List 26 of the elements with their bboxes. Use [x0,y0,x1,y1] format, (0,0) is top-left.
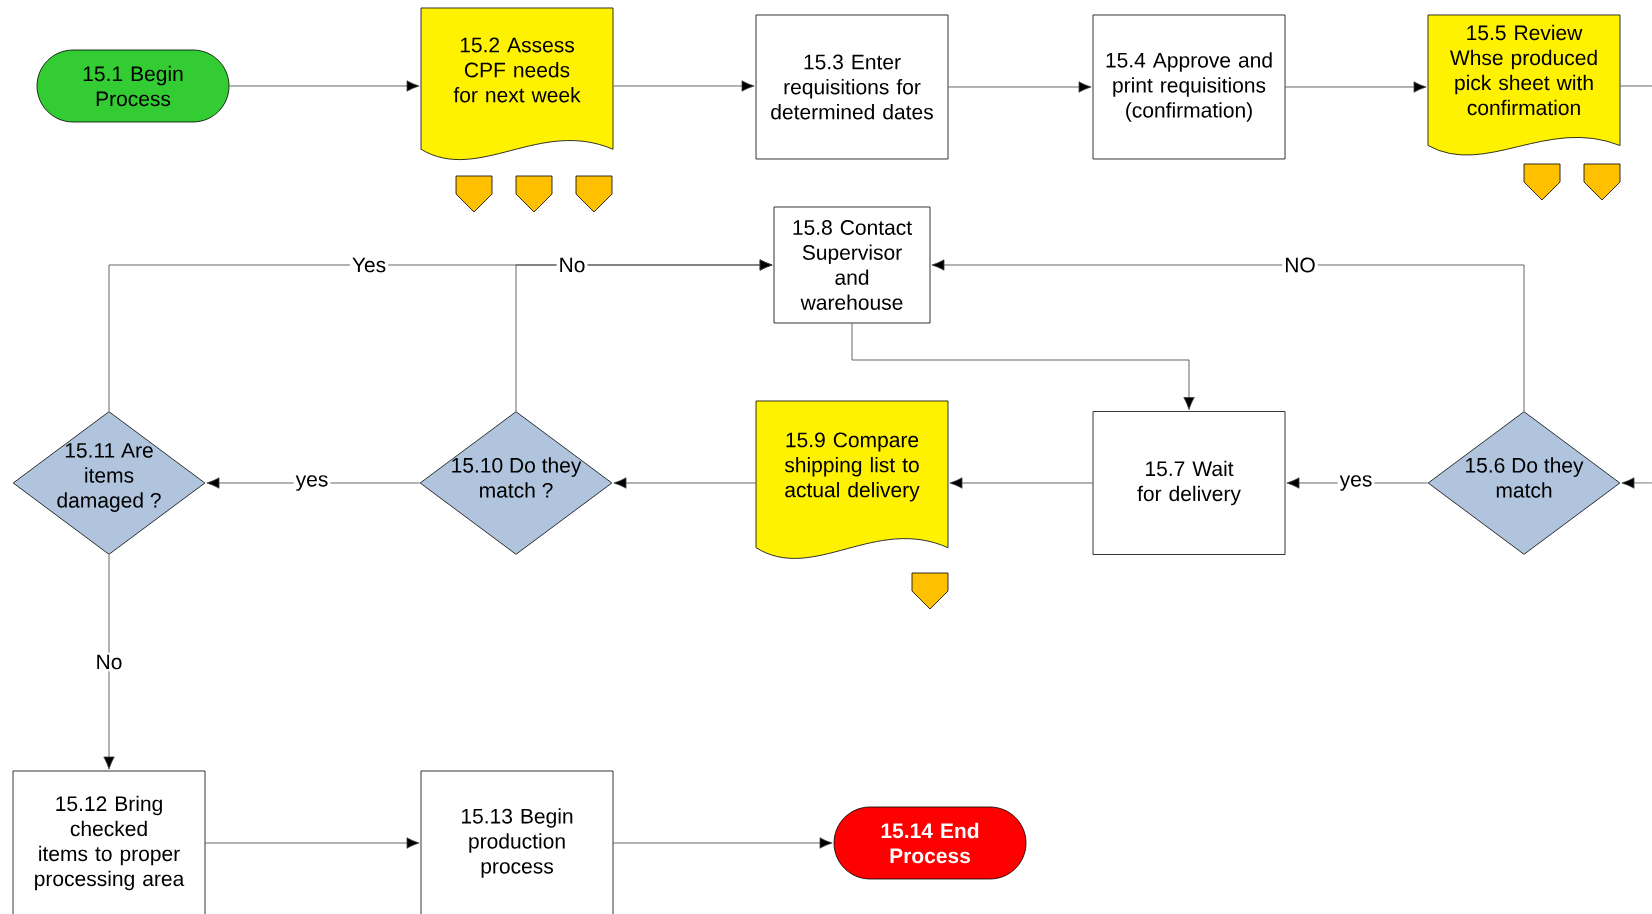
process-box: 15.13 Begin production process [420,770,614,914]
process-box: 15.4 Approve and print requisitions (confirmation) [1092,14,1286,160]
arrow [1621,477,1652,489]
arrow [949,477,1093,489]
arrow [948,81,1092,93]
arrow [1285,81,1427,93]
process-box: 15.12 Bring checked items to proper processing area [12,770,206,914]
edge-label: No [93,652,125,672]
process-box: 15.8 Contact Supervisor and warehouse [773,206,931,324]
edge-label: No [556,255,588,275]
edge-label: yes [1337,473,1375,493]
process-box: 15.7 Wait for delivery [1092,411,1286,555]
arrow [613,80,755,92]
process-box: 15.3 Enter requisitions for determined dates [755,14,949,160]
edge-label: NO [1282,255,1318,275]
arrow [103,554,115,770]
arrow [108,259,773,412]
edge-label: Yes [349,255,389,275]
arrow [931,259,1525,412]
arrow [613,837,833,849]
arrow [613,477,756,489]
arrow [205,837,420,849]
edge-label: yes [293,473,331,493]
arrow [229,80,420,92]
arrow [206,477,420,489]
arrow [851,323,1195,411]
